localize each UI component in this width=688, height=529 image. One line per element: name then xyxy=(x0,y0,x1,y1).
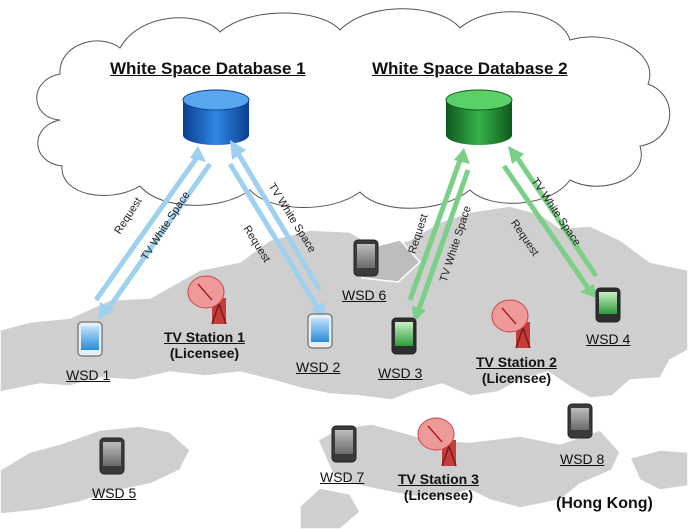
tv-station-3-title: TV Station 3 xyxy=(398,471,479,487)
tv-station-1-label: TV Station 1 (Licensee) xyxy=(164,330,245,360)
database-2-title: White Space Database 2 xyxy=(372,59,568,78)
tv-station-1-role: (Licensee) xyxy=(169,345,240,361)
region-label: (Hong Kong) xyxy=(556,495,653,512)
tv-station-3-role: (Licensee) xyxy=(403,487,474,503)
wsd-2-label: WSD 2 xyxy=(296,359,341,375)
wsd-4-label: WSD 4 xyxy=(586,331,631,347)
wsd-3-device-icon xyxy=(391,317,417,355)
wsd-7-label: WSD 7 xyxy=(320,469,365,485)
cloud-shape xyxy=(36,8,671,209)
arrows-db1 xyxy=(93,140,326,320)
tv-station-2-title: TV Station 2 xyxy=(476,354,557,370)
wsd-1-label: WSD 1 xyxy=(66,367,111,383)
tv-station-1-title: TV Station 1 xyxy=(164,329,245,345)
wsd-6-label: WSD 6 xyxy=(342,287,387,303)
wsd-1-device-icon xyxy=(77,321,103,357)
database-1-title: White Space Database 1 xyxy=(110,59,306,78)
tv-station-2-icon xyxy=(491,299,531,349)
wsd-6-device-icon xyxy=(353,239,379,277)
wsd-8-device-icon xyxy=(567,403,593,439)
wsd-5-label: WSD 5 xyxy=(92,485,137,501)
wsd-5-device-icon xyxy=(99,437,125,475)
database-2-cylinder xyxy=(445,89,513,145)
wsd-3-label: WSD 3 xyxy=(378,365,423,381)
tv-station-3-label: TV Station 3 (Licensee) xyxy=(398,472,479,502)
tv-station-2-label: TV Station 2 (Licensee) xyxy=(476,355,557,385)
tv-station-3-icon xyxy=(417,417,457,467)
database-1-cylinder xyxy=(182,89,250,145)
land-map xyxy=(0,205,688,529)
tv-station-1-icon xyxy=(187,275,227,325)
tv-station-2-role: (Licensee) xyxy=(481,370,552,386)
wsd-2-device-icon xyxy=(307,313,333,349)
wsd-7-device-icon xyxy=(331,425,357,463)
arrows-db2 xyxy=(407,146,599,322)
wsd-4-device-icon xyxy=(595,287,621,323)
wsd-8-label: WSD 8 xyxy=(560,451,605,467)
